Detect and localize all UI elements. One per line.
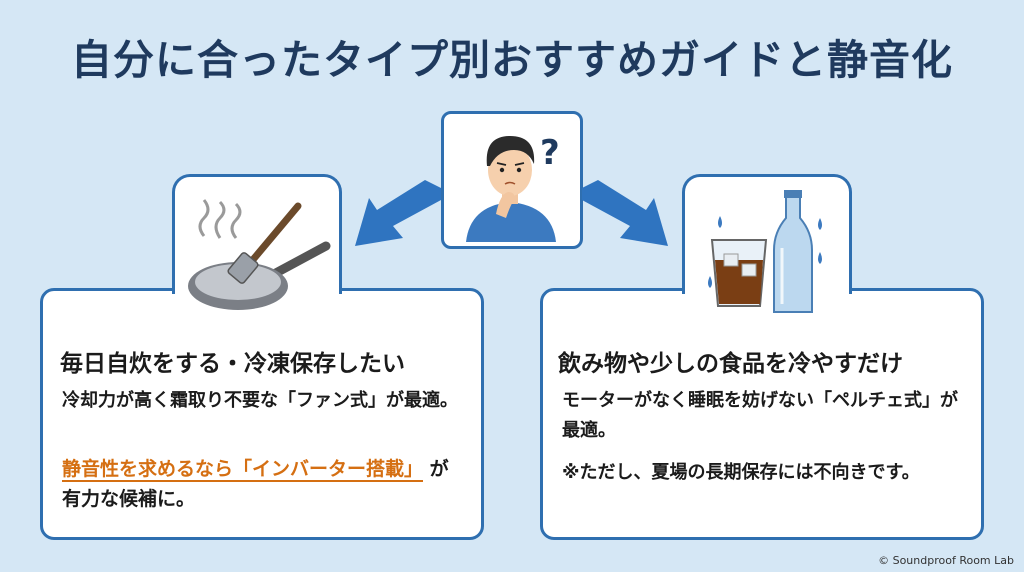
copyright-credit: © Soundproof Room Lab xyxy=(878,554,1014,567)
frying-pan-icon xyxy=(188,199,331,310)
page-title: 自分に合ったタイプ別おすすめガイドと静音化 xyxy=(71,36,953,84)
left-card-text2: 静音性を求めるなら「インバーター搭載」 が有力な候補に。 xyxy=(62,454,462,514)
arrow-right-icon xyxy=(582,180,668,246)
center-illustration-box: ? xyxy=(441,111,583,249)
right-card-text1: モーターがなく睡眠を妨げない「ペルチェ式」が最適。 xyxy=(562,390,958,441)
left-card-text2-rest: が有力な候補に。 xyxy=(62,458,449,510)
left-card-heading: 毎日自炊をする・冷凍保存したい xyxy=(60,351,405,377)
left-card-text1: 冷却力が高く霜取り不要な「ファン式」が最適。 xyxy=(62,390,458,411)
svg-text:?: ? xyxy=(540,133,560,173)
left-card xyxy=(40,288,484,540)
right-card-heading: 飲み物や少しの食品を冷やすだけ xyxy=(558,351,903,377)
left-card-highlight: 静音性を求めるなら「インバーター搭載」 xyxy=(62,458,424,482)
right-card-tab xyxy=(682,174,852,294)
right-card xyxy=(540,288,984,540)
arrow-left-icon xyxy=(355,180,441,246)
drinks-icon xyxy=(708,190,822,313)
thinking-person-icon: ? xyxy=(466,133,560,242)
right-card-text2: ※ただし、夏場の長期保存には不向きです。 xyxy=(562,462,920,483)
